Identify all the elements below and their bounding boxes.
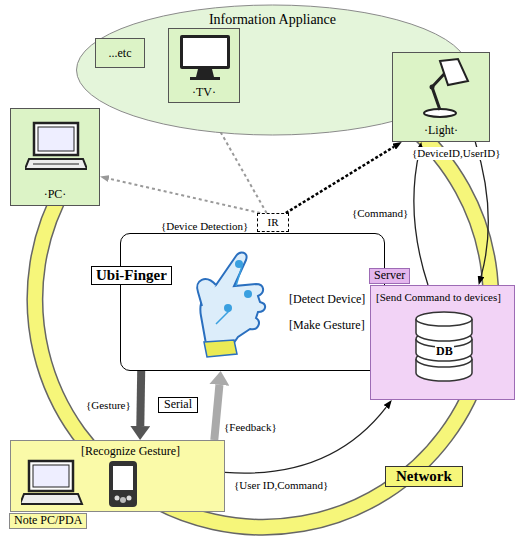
connector [414, 151, 428, 285]
ubi-finger-box: Ubi-Finger[Detect Device][Make Gesture] [120, 233, 385, 371]
laptop-pda-icons [21, 459, 151, 511]
text-slot: Network [385, 466, 463, 487]
text-slot: {Device Detection} [160, 219, 249, 234]
pc-icon [25, 119, 87, 175]
connector-label: {User ID,Command} [232, 479, 330, 492]
connector [286, 147, 394, 213]
text-slot: Ubi-Finger [91, 266, 172, 285]
connector [214, 385, 219, 440]
text-slot: [Recognize Gesture] [81, 444, 180, 459]
text-slot: [Detect Device] [289, 292, 365, 307]
function-text: [Make Gesture] [289, 319, 365, 333]
connector [225, 407, 386, 473]
device-name: ·PC· [44, 188, 67, 202]
connector-label: {Command} [350, 207, 410, 220]
text-slot: {Gesture} [84, 398, 133, 413]
device-name: ·TV· [192, 86, 216, 100]
function-text: [Recognize Gesture] [81, 445, 180, 459]
tv-icon [178, 33, 232, 83]
device-box: ·TV· [168, 28, 240, 103]
text-slot: ·PC· [11, 187, 99, 202]
text-slot: DB [435, 344, 454, 359]
connector [475, 142, 488, 276]
link-label: Serial [158, 397, 198, 413]
text-slot: Server [369, 268, 410, 284]
device-name: ·Light· [424, 124, 458, 138]
region-title: Information Appliance [209, 12, 336, 28]
database-label: DB [435, 345, 454, 359]
function-text: [Detect Device] [289, 293, 365, 307]
signal-label: {Device Detection} [160, 220, 249, 233]
connector [109, 179, 260, 213]
network-label: Network [385, 466, 463, 487]
connector [136, 371, 145, 426]
text-slot: ...etc [96, 46, 144, 61]
box-title: Ubi-Finger [91, 266, 172, 285]
connector-label: {DeviceID,UserID} [410, 147, 502, 160]
text-slot: {User ID,Command} [232, 478, 330, 493]
text-slot: [Make Gesture] [289, 318, 365, 333]
server-box: Server[Send Command to devices] [370, 285, 515, 400]
device-name: ...etc [109, 47, 132, 61]
text-slot: Note PC/PDA [9, 513, 87, 529]
text-slot: Information Appliance [75, 12, 470, 28]
connector-label: {Feedback} [222, 421, 279, 434]
text-slot: ·TV· [169, 85, 239, 100]
box-title: Server [369, 268, 410, 284]
ir-emitter-box: IR [257, 213, 289, 232]
text-slot: ·Light· [393, 123, 489, 138]
glove-illustration [176, 244, 286, 362]
lamp-icon [414, 57, 470, 119]
connector-label: {Gesture} [84, 399, 133, 412]
device-box: ·Light· [392, 52, 490, 142]
device-box: ·PC· [10, 108, 100, 206]
text-slot: {DeviceID,UserID} [410, 146, 502, 161]
text-slot: [Send Command to devices] [376, 290, 501, 305]
text-slot: Serial [158, 397, 198, 413]
text-slot: {Feedback} [222, 420, 279, 435]
ir-label: IR [268, 216, 279, 229]
function-text: [Send Command to devices] [376, 291, 501, 304]
text-slot: {Command} [350, 206, 410, 221]
device-box: ...etc [95, 38, 145, 68]
box-title: Note PC/PDA [9, 513, 87, 529]
text-slot: IR [258, 215, 288, 230]
note-pc-box: [Recognize Gesture]Note PC/PDA [10, 440, 225, 512]
